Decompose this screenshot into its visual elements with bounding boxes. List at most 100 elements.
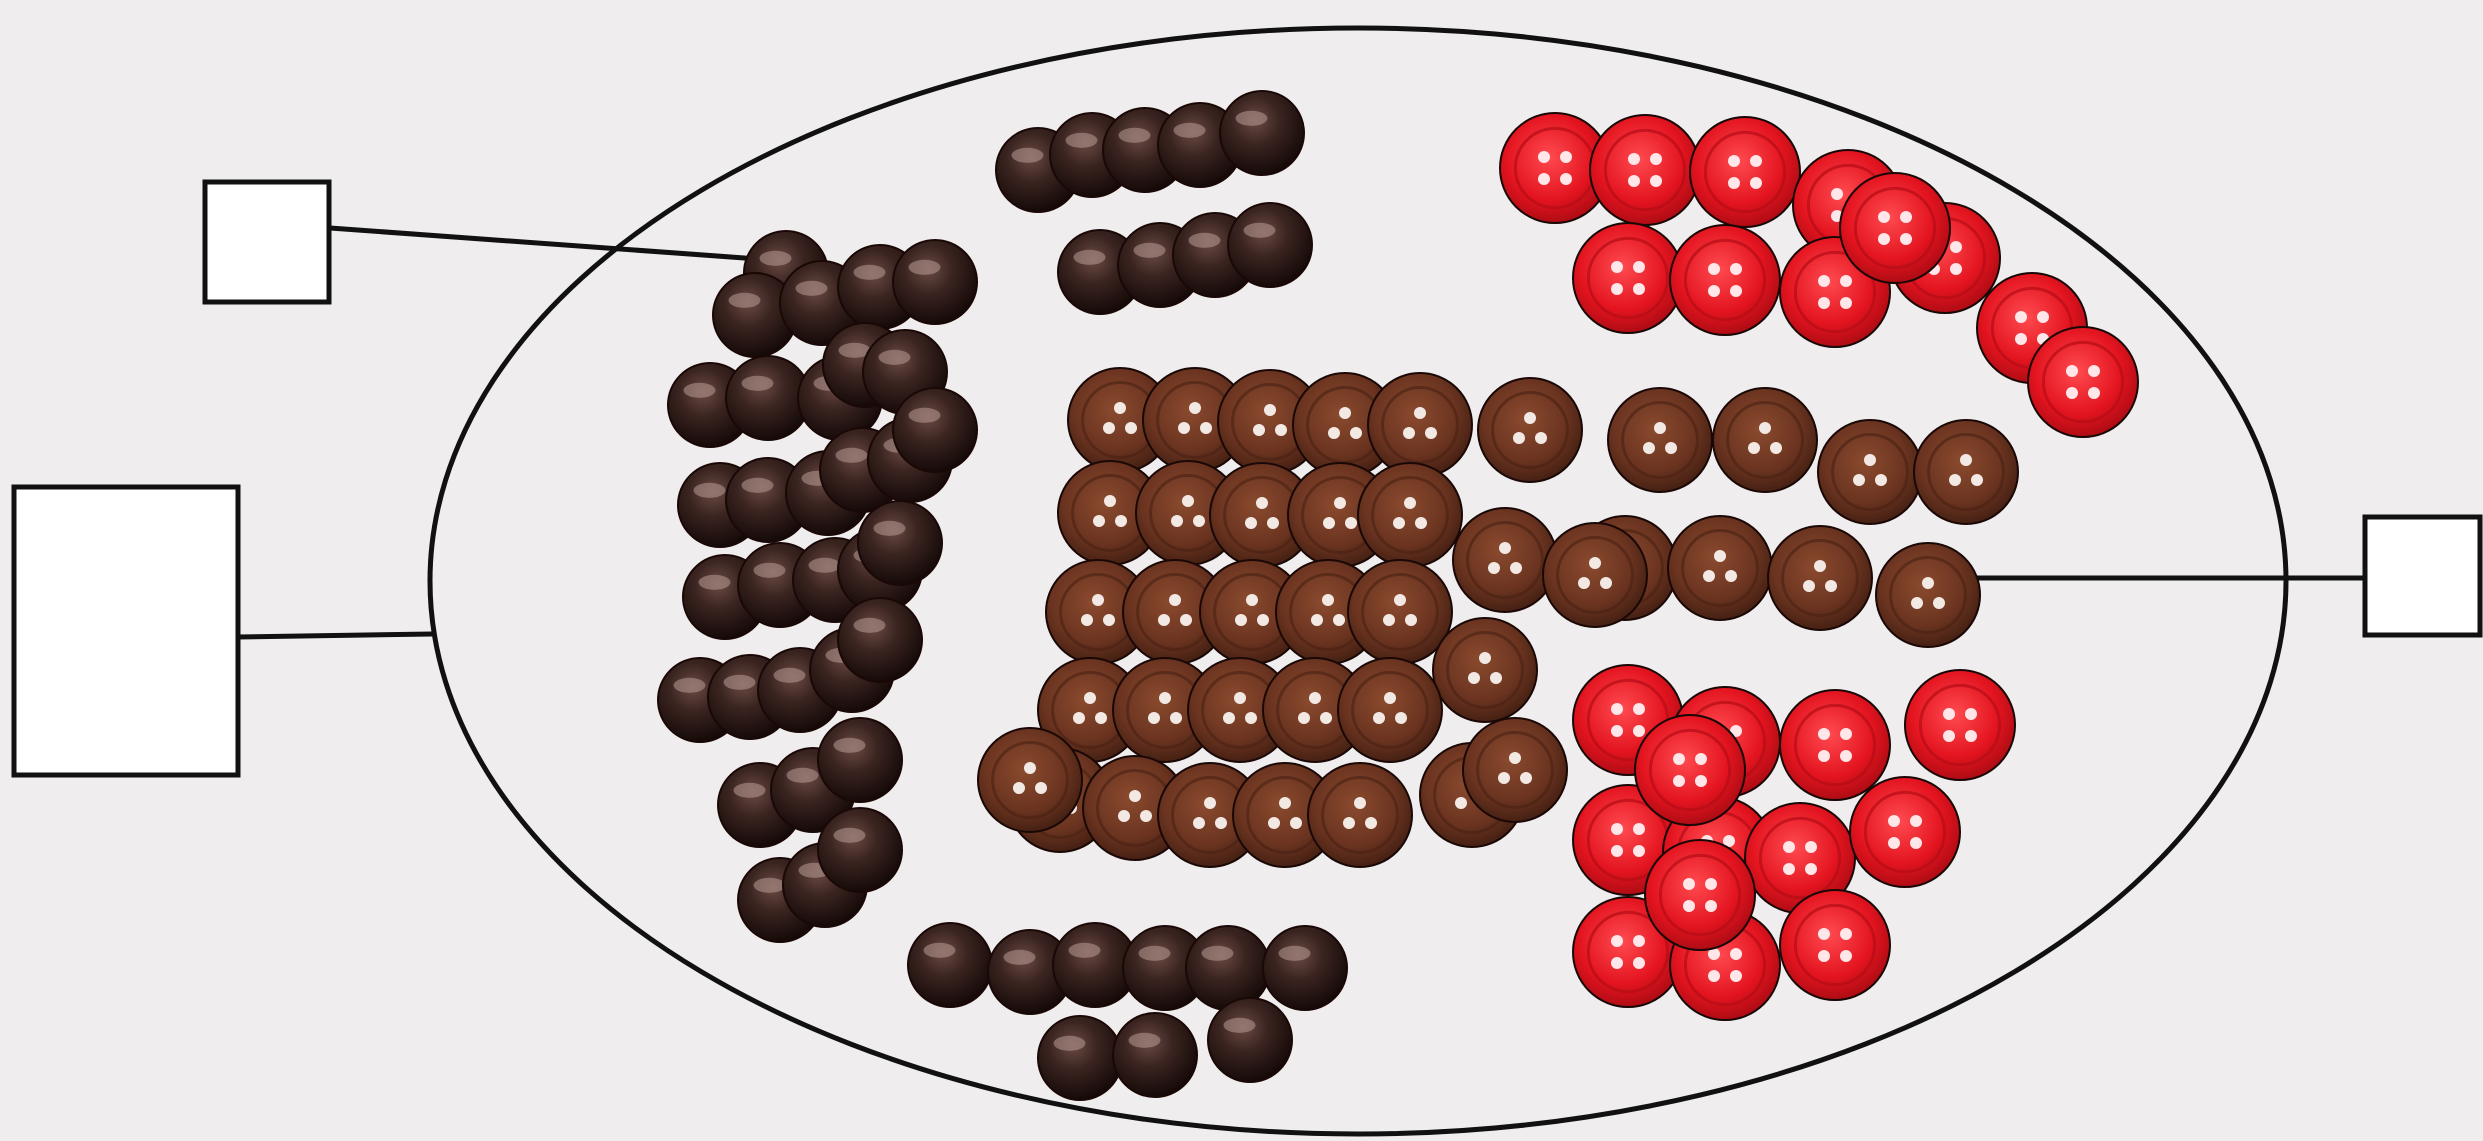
button-hole-1 [1279,797,1291,809]
dark-beads-body [1208,998,1292,1082]
button-hole-1 [1354,797,1366,809]
button-hole-1 [1589,557,1601,569]
bead-highlight [787,768,819,783]
button-hole-1 [1818,928,1830,940]
button-hole-3 [1611,283,1623,295]
button-hole-3 [1611,725,1623,737]
brown-three-hole-buttons-item-17 [1348,560,1452,664]
button-hole-2 [1311,614,1323,626]
red-four-hole-buttons-top-item-8 [1573,223,1683,333]
red-four-hole-buttons-bottom-item-12 [1635,715,1745,825]
button-hole-2 [1695,753,1707,765]
button-hole-4 [1900,233,1912,245]
button-hole-2 [1703,570,1715,582]
bead-highlight [742,376,774,391]
bead-highlight [1202,946,1234,961]
brown-three-hole-buttons-item-5 [1368,373,1472,477]
button-hole-1 [1611,261,1623,273]
dark-beads-item-35 [838,598,922,682]
button-hole-2 [1650,153,1662,165]
button-hole-1 [1538,151,1550,163]
button-hole-3 [1611,845,1623,857]
bead-highlight [909,260,941,275]
button-hole-4 [1840,750,1852,762]
left-answer-box[interactable] [14,487,238,775]
button-hole-3 [1818,950,1830,962]
bead-highlight [874,521,906,536]
bead-highlight [699,575,731,590]
button-hole-1 [1654,422,1666,434]
button-hole-4 [1965,730,1977,742]
button-hole-2 [1705,878,1717,890]
button-hole-3 [1333,614,1345,626]
button-hole-2 [1193,817,1205,829]
button-hole-2 [1253,424,1265,436]
button-hole-2 [1900,211,1912,223]
dark-beads-body [838,598,922,682]
brown-three-hole-buttons-item-31 [1713,388,1817,492]
button-hole-3 [1490,672,1502,684]
brown-three-hole-buttons-item-11 [1358,463,1462,567]
button-hole-1 [1129,790,1141,802]
button-hole-3 [1665,442,1677,454]
button-hole-3 [1115,515,1127,527]
button-hole-1 [1611,703,1623,715]
button-hole-2 [1268,817,1280,829]
button-hole-3 [1725,570,1737,582]
button-hole-2 [1513,432,1525,444]
bead-highlight [1066,133,1098,148]
button-hole-2 [1235,614,1247,626]
bead-highlight [1189,233,1221,248]
dark-beads-item-30 [858,501,942,585]
bead-highlight [834,828,866,843]
button-hole-3 [1200,422,1212,434]
dark-beads-item-47 [1263,926,1347,1010]
button-hole-1 [1878,211,1890,223]
top-left-answer-box[interactable] [205,182,329,302]
button-hole-3 [1125,422,1137,434]
bead-highlight [760,251,792,266]
button-hole-1 [1611,935,1623,947]
right-answer-box[interactable] [2365,517,2480,635]
button-hole-2 [1393,517,1405,529]
bead-highlight [879,350,911,365]
button-hole-1 [1479,652,1491,664]
dark-beads-body [1220,91,1304,175]
button-hole-3 [1825,580,1837,592]
brown-three-hole-buttons-item-33 [1914,420,2018,524]
button-hole-3 [1628,175,1640,187]
button-hole-2 [1073,712,1085,724]
bead-highlight [924,943,956,958]
button-hole-3 [1245,712,1257,724]
dark-beads-item-38 [818,718,902,802]
button-hole-1 [1864,454,1876,466]
bead-highlight [809,558,841,573]
button-hole-1 [1024,762,1036,774]
button-hole-2 [1298,712,1310,724]
button-hole-3 [1538,173,1550,185]
button-hole-3 [1708,285,1720,297]
button-hole-1 [1189,402,1201,414]
button-hole-2 [1488,562,1500,574]
button-hole-3 [1535,432,1547,444]
bead-highlight [1074,250,1106,265]
button-hole-2 [1633,261,1645,273]
bead-highlight [729,293,761,308]
button-hole-2 [1343,817,1355,829]
button-hole-1 [1714,550,1726,562]
button-hole-1 [1831,188,1843,200]
bead-highlight [1012,148,1044,163]
button-hole-1 [1159,692,1171,704]
button-hole-3 [1510,562,1522,574]
bead-highlight [724,675,756,690]
button-hole-1 [2066,365,2078,377]
button-hole-2 [1633,703,1645,715]
dark-beads-body [1186,926,1270,1010]
button-hole-1 [1524,412,1536,424]
button-hole-2 [1328,427,1340,439]
button-hole-1 [1204,797,1216,809]
button-hole-2 [1910,815,1922,827]
button-hole-1 [1943,708,1955,720]
bead-highlight [834,738,866,753]
red-four-hole-buttons-top-item-3 [1690,117,1800,227]
